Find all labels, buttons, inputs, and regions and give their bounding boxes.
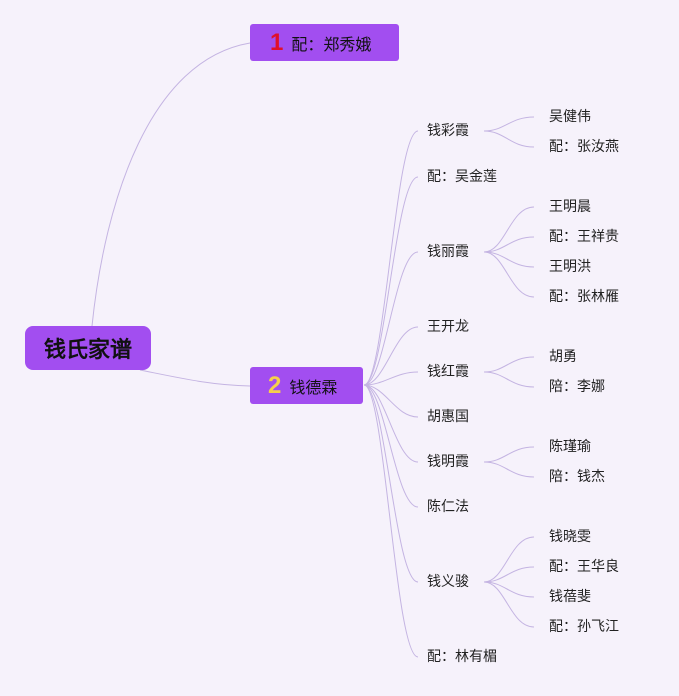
connector-line — [483, 536, 535, 583]
connector-line — [483, 251, 535, 298]
connector-line — [363, 371, 419, 386]
child-node[interactable]: 钱红霞 — [427, 364, 469, 380]
connector-line — [363, 384, 419, 658]
connector-line — [363, 384, 419, 583]
connector-line — [483, 116, 535, 132]
grandchild-node[interactable]: 吴健伟 — [549, 109, 591, 125]
connector-line — [483, 206, 535, 253]
grandchild-node[interactable]: 配：孙飞江 — [549, 619, 619, 635]
root-label: 钱氏家谱 — [43, 338, 132, 363]
connector-line — [363, 130, 419, 386]
branch-node-2[interactable]: 2 钱德霖 — [250, 367, 363, 404]
number-1-icon: 1 — [270, 28, 284, 56]
connector-line — [483, 581, 535, 628]
grandchild-node[interactable]: 王明晨 — [549, 199, 591, 215]
connector-line — [483, 566, 535, 583]
branch-label: 钱德霖 — [289, 377, 338, 397]
branch-label: 配：郑秀娥 — [291, 34, 372, 54]
child-node[interactable]: 配：林有楣 — [427, 649, 497, 665]
child-node[interactable]: 钱丽霞 — [427, 244, 469, 260]
grandchild-node[interactable]: 王明洪 — [549, 259, 591, 275]
child-node[interactable]: 钱义骏 — [427, 574, 469, 590]
grandchild-node[interactable]: 钱晓雯 — [549, 529, 591, 545]
connector-line — [363, 384, 419, 508]
connector-line — [363, 384, 419, 418]
child-node[interactable]: 钱明霞 — [427, 454, 469, 470]
connector-line — [483, 356, 535, 373]
child-node[interactable]: 陈仁法 — [427, 499, 469, 515]
grandchild-node[interactable]: 配：王华良 — [549, 559, 619, 575]
child-node[interactable]: 胡惠国 — [427, 409, 469, 425]
connector-line — [139, 369, 251, 387]
grandchild-node[interactable]: 胡勇 — [549, 349, 577, 365]
grandchild-node[interactable]: 陪：钱杰 — [549, 469, 605, 485]
grandchild-node[interactable]: 钱蓓斐 — [549, 589, 591, 605]
connector-line — [483, 446, 535, 463]
root-node[interactable]: 钱氏家谱 — [25, 326, 151, 370]
connector-line — [483, 461, 535, 478]
grandchild-node[interactable]: 配：张林雁 — [549, 289, 619, 305]
connector-line — [483, 371, 535, 388]
grandchild-node[interactable]: 配：张汝燕 — [549, 139, 619, 155]
grandchild-node[interactable]: 陈瑾瑜 — [549, 439, 591, 455]
grandchild-node[interactable]: 陪：李娜 — [549, 379, 605, 395]
grandchild-node[interactable]: 配：王祥贵 — [549, 229, 619, 245]
connector-line — [483, 130, 535, 148]
connector-line — [363, 384, 419, 463]
child-node[interactable]: 王开龙 — [427, 319, 469, 335]
connector-line — [363, 326, 419, 386]
connector-line — [483, 236, 535, 253]
connector-line — [363, 176, 419, 386]
branch-node-1[interactable]: 1 配：郑秀娥 — [250, 24, 399, 61]
child-node[interactable]: 钱彩霞 — [427, 123, 469, 139]
connector-line — [363, 251, 419, 386]
connector-line — [91, 42, 251, 327]
number-2-icon: 2 — [268, 371, 282, 399]
child-node[interactable]: 配：吴金莲 — [427, 169, 497, 185]
